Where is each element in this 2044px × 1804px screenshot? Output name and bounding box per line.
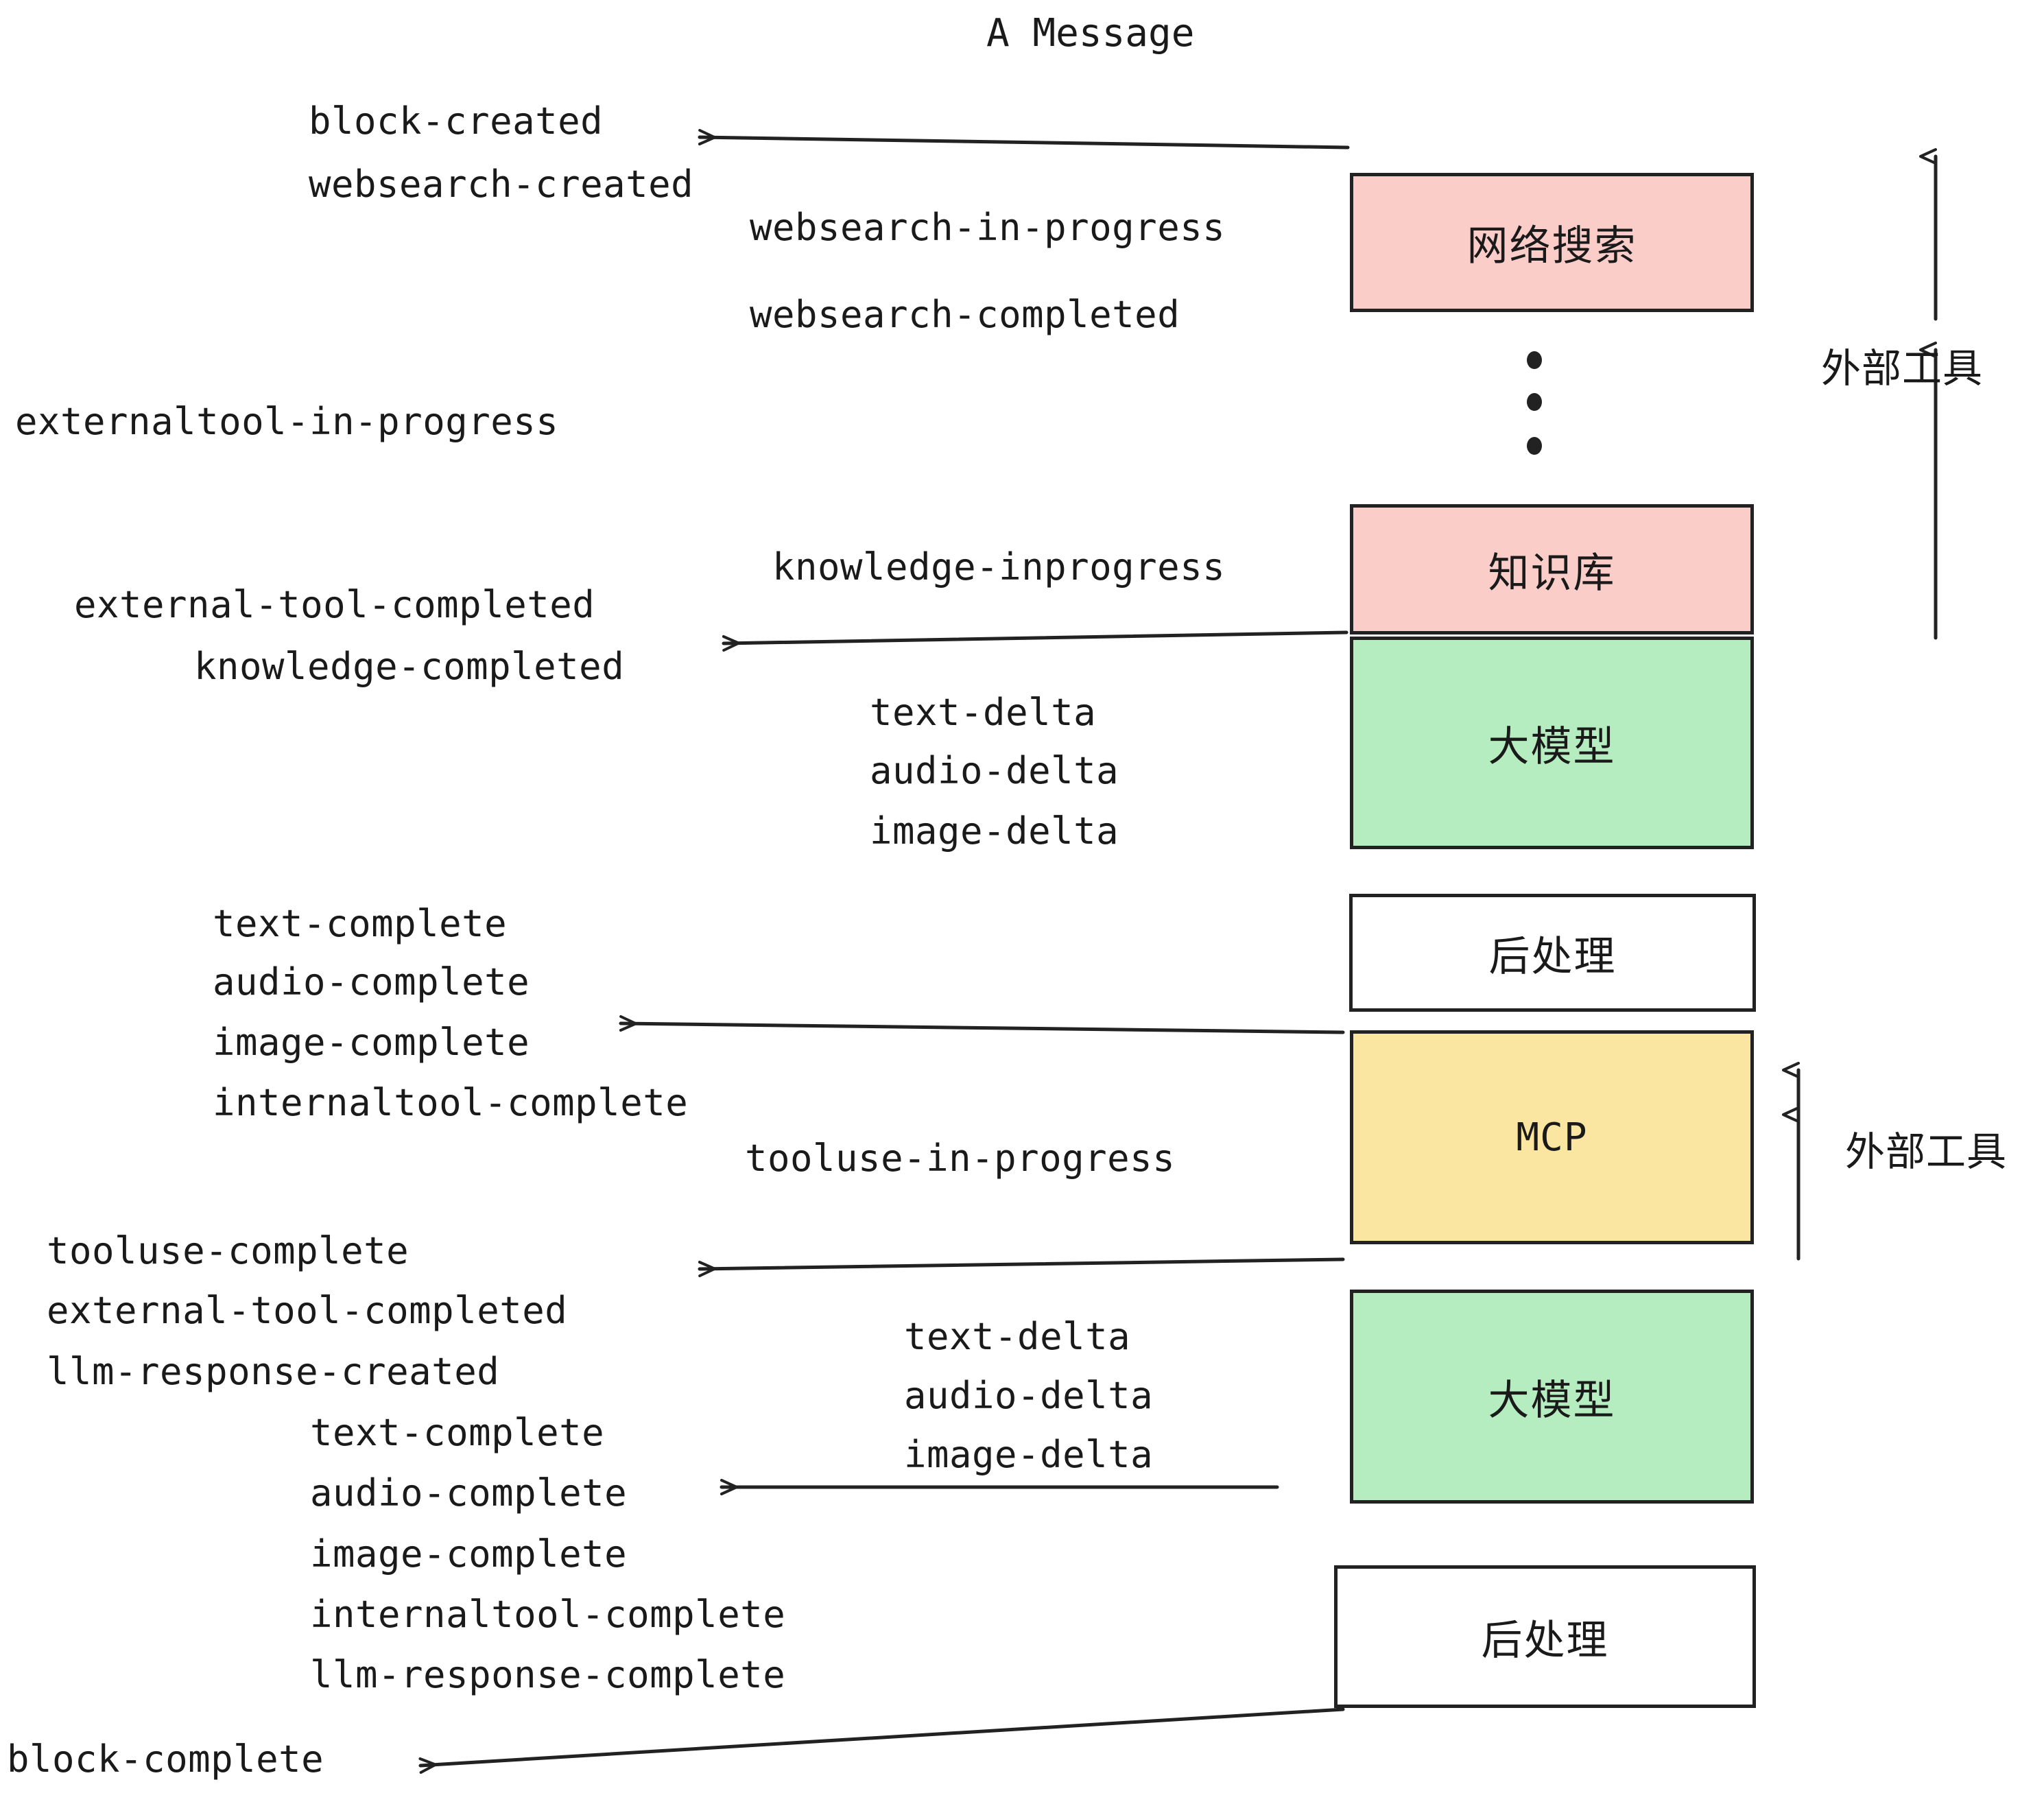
ellipsis-dot-2 <box>1527 393 1542 411</box>
box-websearch: 网络搜索 <box>1350 173 1754 312</box>
arrow-image-complete <box>619 1015 1345 1034</box>
event-label-websearch-completed: websearch-completed <box>750 293 1180 336</box>
event-label-external-tool-completed-1: external-tool-completed <box>74 583 595 626</box>
box-mcp: MCP <box>1350 1030 1754 1244</box>
event-label-llm-response-complete: llm-response-complete <box>310 1653 786 1696</box>
event-label-audio-delta-1: audio-delta <box>870 749 1119 792</box>
box-llm-lower: 大模型 <box>1350 1290 1754 1504</box>
side-annotation-external-tool-lower: 外部工具 <box>1845 1128 2008 1175</box>
event-label-text-delta-1: text-delta <box>870 691 1097 734</box>
arrow-tooluse <box>698 1257 1345 1277</box>
ellipsis-dot-3 <box>1527 437 1542 455</box>
event-label-knowledge-inprogress: knowledge-inprogress <box>772 545 1226 589</box>
ellipsis-dot-1 <box>1527 351 1542 369</box>
event-label-audio-complete-1: audio-complete <box>213 960 530 1004</box>
event-label-audio-delta-2: audio-delta <box>904 1374 1154 1417</box>
event-label-block-complete: block-complete <box>7 1737 324 1781</box>
event-label-external-tool-completed-2: external-tool-completed <box>47 1289 568 1332</box>
event-label-text-complete-2: text-complete <box>310 1411 605 1454</box>
box-llm-upper: 大模型 <box>1350 637 1754 849</box>
box-knowledge: 知识库 <box>1350 504 1754 634</box>
event-label-llm-response-created: llm-response-created <box>47 1350 500 1393</box>
arrow-block-complete <box>418 1707 1345 1774</box>
arrow-block-created <box>698 129 1350 150</box>
page-title: A Message <box>986 11 1195 56</box>
event-label-externaltool-in-progress: externaltool-in-progress <box>15 400 559 443</box>
side-annotation-external-tool-upper: 外部工具 <box>1821 345 1984 392</box>
event-label-tooluse-complete: tooluse-complete <box>47 1229 409 1272</box>
box-postprocess-upper: 后处理 <box>1349 894 1756 1012</box>
event-label-image-delta-2: image-delta <box>904 1433 1154 1476</box>
event-label-websearch-in-progress: websearch-in-progress <box>750 206 1226 249</box>
event-label-image-delta-1: image-delta <box>870 809 1119 853</box>
event-label-tooluse-in-progress: tooluse-in-progress <box>745 1137 1176 1180</box>
event-label-internaltool-complete-2: internaltool-complete <box>310 1593 786 1636</box>
event-label-websearch-created: websearch-created <box>309 163 694 206</box>
event-label-block-created: block-created <box>309 99 604 143</box>
event-label-internaltool-complete-1: internaltool-complete <box>213 1081 689 1124</box>
arrow-knowledge <box>722 630 1348 652</box>
event-label-text-complete-1: text-complete <box>213 902 508 945</box>
event-label-image-complete-2: image-complete <box>310 1532 628 1576</box>
event-label-audio-complete-2: audio-complete <box>310 1471 628 1515</box>
event-label-knowledge-completed: knowledge-completed <box>194 645 625 688</box>
event-label-text-delta-2: text-delta <box>904 1315 1131 1358</box>
box-postprocess-lower: 后处理 <box>1334 1565 1756 1708</box>
event-label-image-complete-1: image-complete <box>213 1021 530 1064</box>
